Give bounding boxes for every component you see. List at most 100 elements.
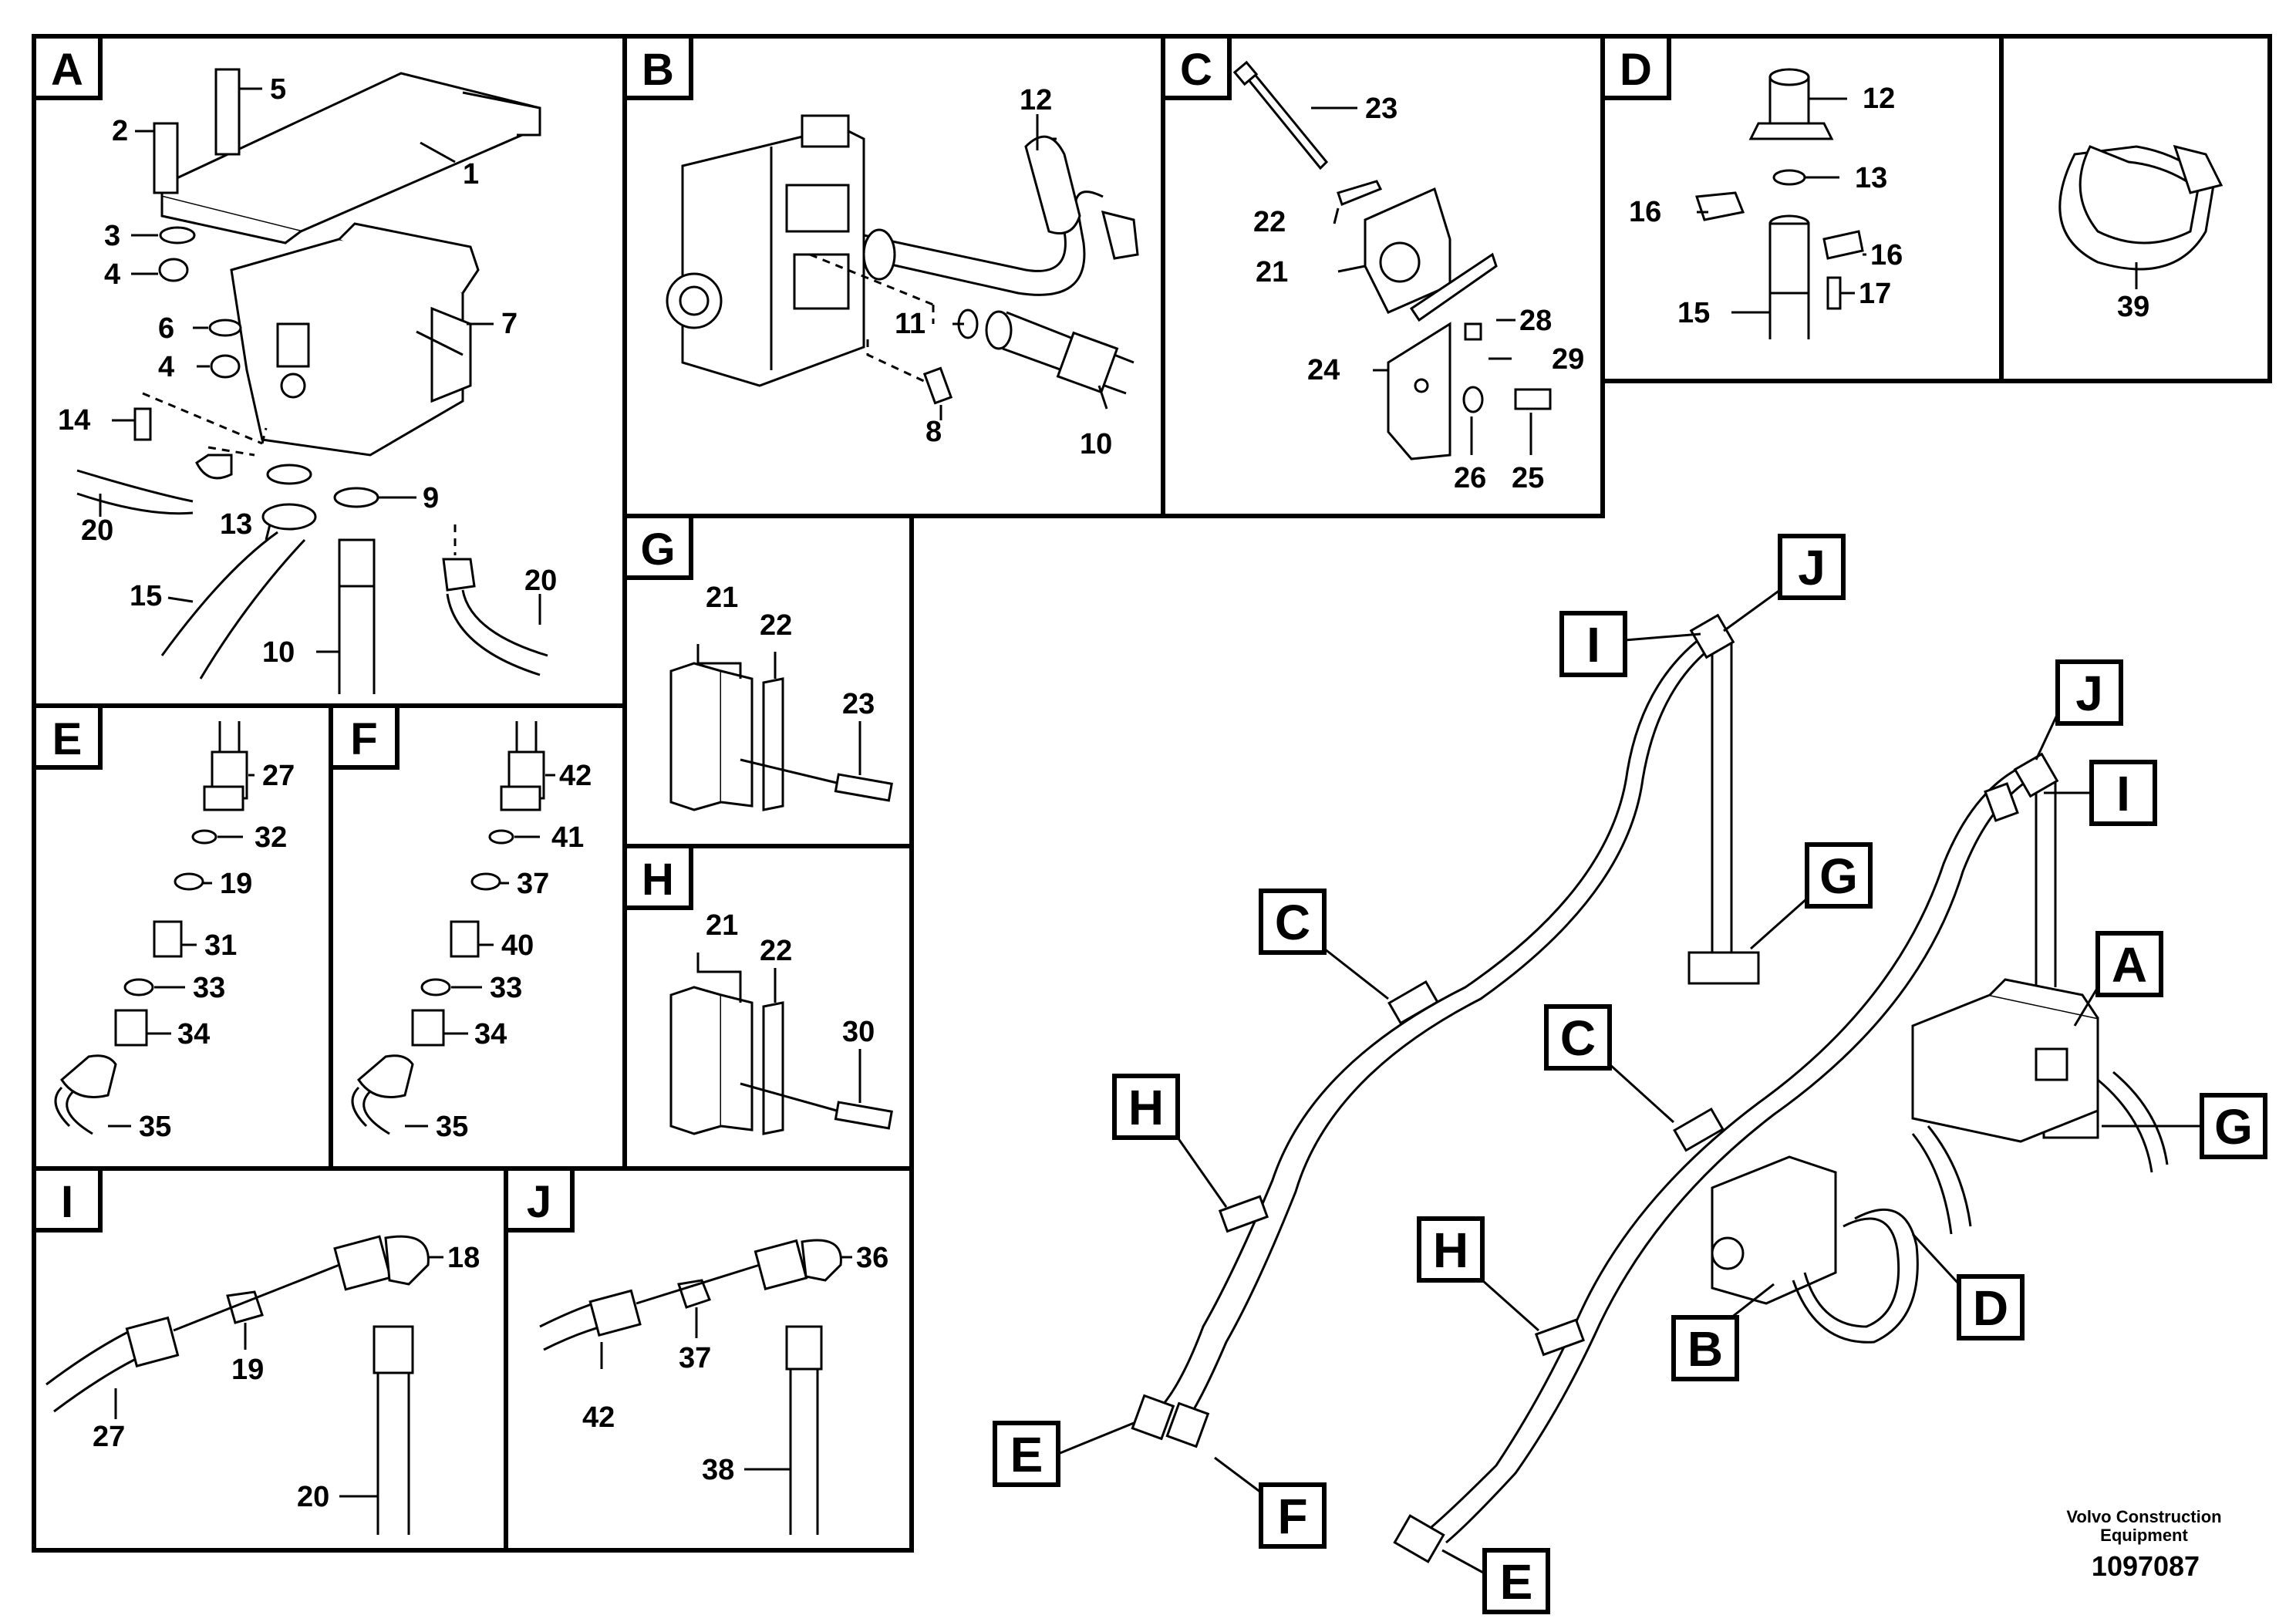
overview-callouts: J I J I G A C C G H: [993, 534, 2267, 1614]
callout-F-40: 40: [501, 929, 534, 962]
panel-F-label: F: [350, 714, 377, 764]
overview-drawing: [1131, 613, 2169, 1563]
overview-callout-J1: J: [1798, 540, 1826, 595]
panel-C-drawing: 23 22 21 28 29 24 26 25: [1232, 60, 1584, 494]
overview-callout-E1: E: [1010, 1427, 1043, 1482]
panel-G-drawing: 21 22 23: [669, 582, 893, 811]
panel-J-drawing: 36 37 42 38: [539, 1239, 888, 1535]
overview-callout-H2: H: [1433, 1222, 1468, 1278]
overview-callout-G1: G: [1819, 848, 1858, 904]
callout-E-27: 27: [262, 760, 295, 792]
callout-C-29: 29: [1552, 343, 1584, 376]
callout-A-9: 9: [423, 482, 439, 514]
panel-I-label: I: [61, 1177, 73, 1227]
overview-callout-C2: C: [1560, 1010, 1596, 1066]
overview-callout-B: B: [1687, 1321, 1723, 1377]
panel-G-label: G: [640, 524, 675, 575]
panel-clip-drawing: 39: [2058, 144, 2224, 323]
callout-C-28: 28: [1519, 305, 1552, 337]
callout-H-22: 22: [760, 935, 792, 967]
footer: Volvo Construction Equipment 1097087: [2066, 1507, 2221, 1582]
callout-A-13: 13: [220, 508, 252, 541]
callout-G-22: 22: [760, 609, 792, 642]
panel-F-drawing: 42 41 37 40 33 34 35: [351, 721, 592, 1143]
callout-A-4b: 4: [158, 351, 174, 383]
callout-J-42: 42: [582, 1401, 615, 1434]
callout-D-13: 13: [1855, 162, 1887, 194]
callout-I-18: 18: [447, 1242, 480, 1274]
panel-E-drawing: 27 32 19 31 33 34 35: [54, 721, 295, 1143]
footer-company-line2: Equipment: [2100, 1526, 2188, 1545]
panel-J-label: J: [527, 1177, 551, 1227]
callout-E-19: 19: [220, 868, 252, 900]
panel-A-label: A: [51, 45, 83, 95]
overview-callout-G2: G: [2214, 1099, 2253, 1155]
callout-D-12: 12: [1863, 83, 1895, 115]
panel-J-frame: [504, 1166, 914, 1553]
callout-A-3: 3: [104, 220, 120, 252]
callout-B-8: 8: [925, 416, 942, 448]
panel-H-drawing: 21 22 30: [669, 909, 893, 1135]
callout-B-12: 12: [1020, 84, 1052, 116]
callout-B-10: 10: [1080, 428, 1112, 460]
callout-C-23: 23: [1365, 93, 1397, 125]
overview-callout-H1: H: [1128, 1080, 1164, 1135]
overview-callout-F: F: [1277, 1489, 1307, 1544]
callout-A-6: 6: [158, 312, 174, 345]
callout-H-30: 30: [842, 1016, 875, 1048]
callout-F-37: 37: [517, 868, 549, 900]
callout-G-23: 23: [842, 688, 875, 720]
callout-I-19: 19: [231, 1354, 264, 1386]
panel-A-drawing: 1 2 3 4 5 6 7 4 14 20 13 9 15 10 20: [58, 68, 557, 694]
callout-D-16b: 16: [1870, 239, 1903, 271]
callout-D-15: 15: [1677, 297, 1710, 329]
callout-E-35: 35: [139, 1111, 171, 1143]
overview-callout-D: D: [1973, 1280, 2008, 1336]
callout-A-14: 14: [58, 404, 90, 437]
panel-I-frame: [32, 1166, 508, 1553]
footer-drawing-number: 1097087: [2092, 1550, 2200, 1582]
callout-C-26: 26: [1454, 462, 1486, 494]
callout-J-38: 38: [702, 1454, 734, 1486]
callout-A-2: 2: [112, 115, 128, 147]
panel-D-label: D: [1620, 45, 1652, 95]
overview-callout-I1: I: [1586, 617, 1600, 673]
overview-callout-J2: J: [2075, 666, 2103, 721]
callout-F-41: 41: [551, 821, 584, 854]
callout-I-20: 20: [297, 1481, 329, 1513]
callout-A-10: 10: [262, 636, 295, 669]
panel-B-drawing: 12 11 8 10: [666, 84, 1139, 460]
overview-callout-E2: E: [1500, 1554, 1533, 1610]
callout-E-33: 33: [193, 972, 225, 1004]
callout-D-16a: 16: [1629, 196, 1661, 228]
callout-E-31: 31: [204, 929, 237, 962]
panel-C-label: C: [1180, 45, 1212, 95]
callout-C-21: 21: [1256, 256, 1288, 288]
overview-callout-A: A: [2112, 937, 2147, 993]
callout-A-15: 15: [130, 580, 162, 612]
callout-A-20a: 20: [81, 514, 113, 547]
callout-clip-39: 39: [2117, 291, 2149, 323]
callout-E-34: 34: [177, 1018, 210, 1050]
callout-A-20b: 20: [524, 565, 557, 597]
callout-B-11: 11: [895, 308, 925, 340]
callout-C-25: 25: [1512, 462, 1544, 494]
panel-tabs: A B C D E F G H I J: [32, 34, 1671, 1233]
callout-H-21: 21: [706, 909, 738, 942]
panel-frames: [32, 34, 2272, 1553]
callout-I-27: 27: [93, 1421, 125, 1453]
callout-F-35: 35: [436, 1111, 468, 1143]
footer-company-line1: Volvo Construction: [2066, 1507, 2221, 1526]
callout-F-33: 33: [490, 972, 522, 1004]
callout-F-34: 34: [474, 1018, 507, 1050]
callout-D-17: 17: [1859, 278, 1891, 310]
callout-G-21: 21: [706, 582, 738, 614]
callout-J-36: 36: [856, 1242, 888, 1274]
callout-A-1: 1: [463, 158, 479, 191]
panel-I-drawing: 18 19 27 20: [46, 1235, 480, 1535]
callout-A-5: 5: [270, 73, 286, 106]
callout-C-22: 22: [1253, 206, 1286, 238]
panel-B-label: B: [642, 45, 674, 95]
callout-J-37: 37: [679, 1342, 711, 1374]
